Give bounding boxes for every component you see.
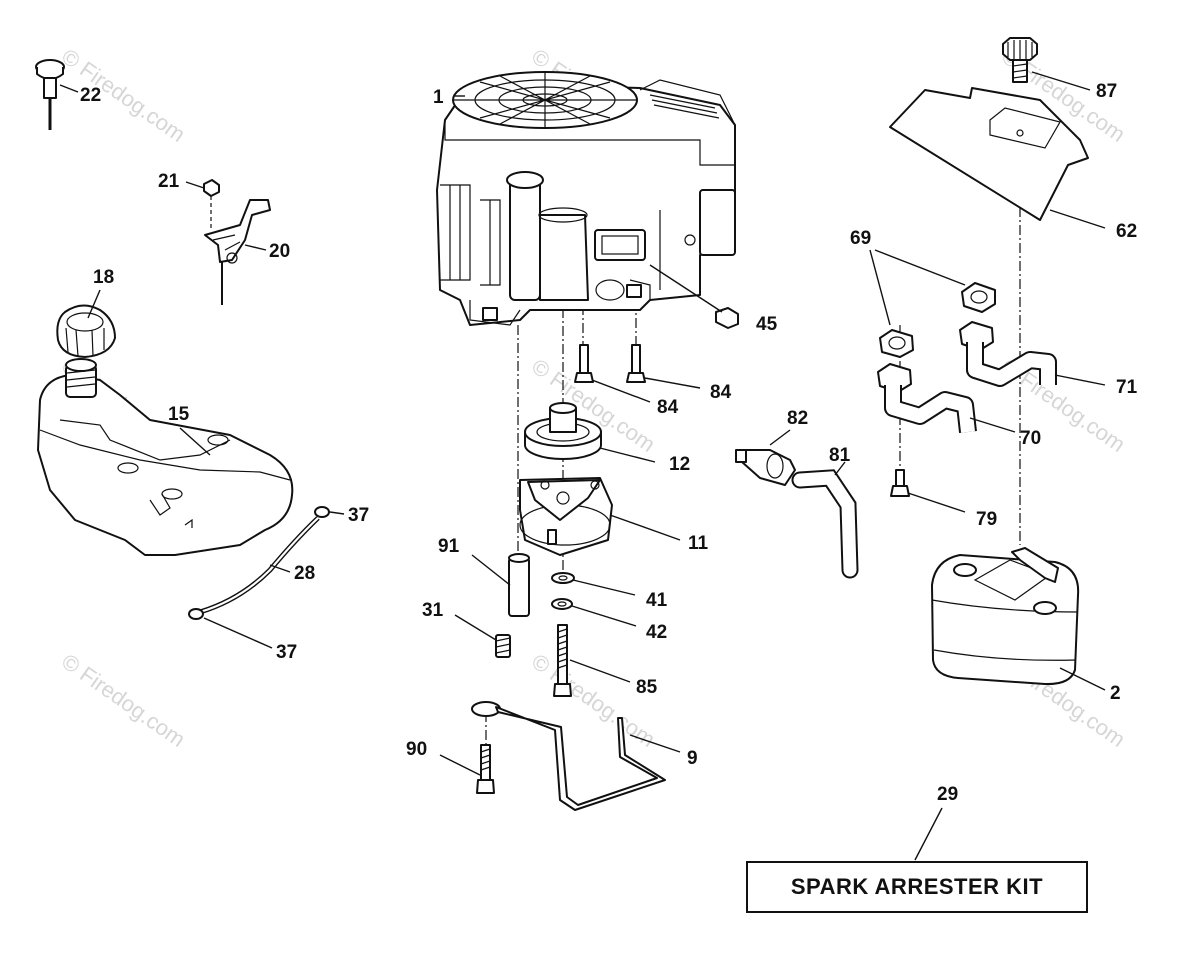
choke-knob-illustration (35, 59, 79, 130)
callout-clutch: 11 (688, 533, 709, 554)
callout-nut-45: 45 (756, 314, 778, 335)
callout-hose-clamp-bottom: 37 (276, 642, 297, 663)
callout-cable-screw: 21 (158, 171, 180, 192)
callout-drive-shaft: 9 (687, 748, 698, 769)
throttle-illustration (185, 179, 271, 305)
callout-fuel-cap: 18 (93, 267, 114, 288)
callout-hose-clamp-top: 37 (348, 505, 369, 526)
exhaust-pipe-70-illustration (877, 363, 1016, 433)
bolt-84-illustration (574, 344, 701, 403)
clutch-illustration (519, 477, 681, 556)
callout-spacer-91: 91 (438, 536, 460, 557)
callout-knob-87: 87 (1096, 81, 1117, 102)
watermark: © Firedog.com (57, 44, 190, 147)
muffler-illustration (931, 547, 1106, 691)
callout-heat-shield: 62 (1116, 221, 1137, 242)
callout-exhaust-pipe-70: 70 (1020, 428, 1041, 449)
callout-bolt-84-left: 84 (657, 397, 679, 418)
callout-bolt-85: 85 (636, 677, 658, 698)
callout-fuel-hose: 28 (294, 563, 315, 584)
filter-hose-illustration (735, 429, 859, 579)
washer-42-illustration (551, 598, 637, 627)
bolt-85-illustration (553, 624, 631, 697)
drive-rod-illustration (471, 701, 681, 811)
heat-shield-illustration (889, 87, 1106, 229)
spark-arrester-kit-label: SPARK ARRESTER KIT (790, 874, 1044, 899)
callout-exhaust-pipe-71: 71 (1116, 377, 1138, 398)
callout-bolt-84-right: 84 (710, 382, 732, 403)
callout-bolt-79: 79 (976, 509, 997, 530)
callout-bolt-90: 90 (406, 739, 427, 760)
callout-hose-81: 81 (829, 445, 851, 466)
pulley-illustration (524, 402, 656, 463)
callout-spark-kit: 29 (937, 784, 958, 805)
callout-engine: 1 (433, 87, 444, 108)
callout-washer-42: 42 (646, 622, 667, 643)
washer-41-illustration (551, 572, 636, 596)
engine-illustration (436, 71, 736, 326)
gaskets-illustration (869, 249, 996, 358)
exhaust-pipe-71-illustration (959, 321, 1106, 387)
callout-gaskets: 69 (850, 228, 871, 249)
callout-fuel-tank: 15 (168, 404, 190, 425)
callout-muffler: 2 (1110, 683, 1121, 704)
callout-choke-knob: 22 (80, 85, 101, 106)
fuel-hose-illustration (188, 506, 345, 649)
fuel-tank-illustration (37, 358, 294, 556)
bolt-79-illustration (890, 469, 966, 513)
watermark: © Firedog.com (527, 649, 660, 752)
watermark: © Firedog.com (57, 649, 190, 752)
nut-45-illustration (649, 264, 739, 329)
callout-washer-41: 41 (646, 590, 668, 611)
knob-87-illustration (1002, 37, 1091, 91)
set-screw-illustration (454, 614, 511, 658)
spark-arrester-kit-box: SPARK ARRESTER KIT (746, 861, 1088, 913)
callout-throttle-cable: 20 (269, 241, 290, 262)
fuel-cap-illustration (56, 289, 116, 358)
bolt-90-illustration (439, 744, 495, 794)
kit-leader-line (914, 807, 943, 861)
callout-pulley: 12 (669, 454, 690, 475)
spacer-91-illustration (471, 553, 530, 617)
callout-labels: 1 2 9 11 12 15 18 20 21 22 28 29 31 37 3… (80, 81, 1138, 805)
callout-set-screw: 31 (422, 600, 444, 621)
callout-filter-82: 82 (787, 408, 808, 429)
